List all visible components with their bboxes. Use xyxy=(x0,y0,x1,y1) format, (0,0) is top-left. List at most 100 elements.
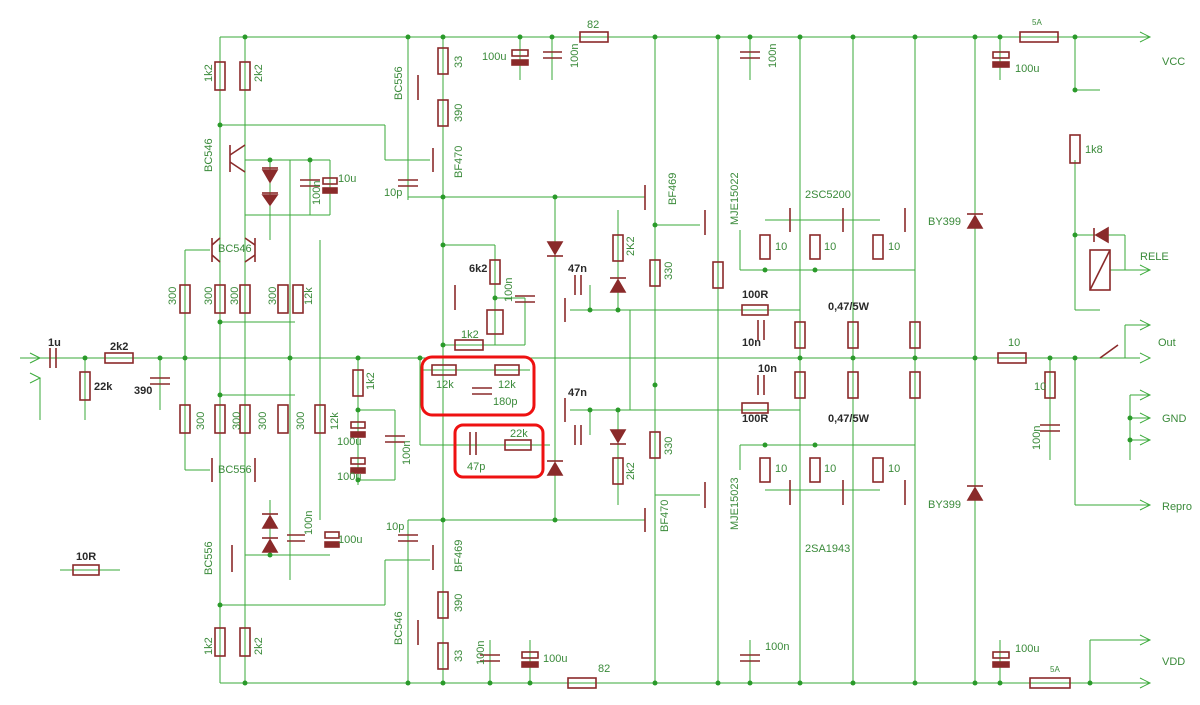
svg-text:2k2: 2k2 xyxy=(110,341,128,353)
svg-text:390: 390 xyxy=(453,594,465,612)
svg-text:180p: 180p xyxy=(493,396,517,408)
svg-text:0,47/5W: 0,47/5W xyxy=(828,301,870,313)
label: 2k2 xyxy=(253,64,265,82)
transistor-bc556-mid xyxy=(211,458,256,482)
svg-text:BY399: BY399 xyxy=(928,499,961,511)
label: BF470 xyxy=(453,146,465,178)
svg-text:47p: 47p xyxy=(467,461,485,473)
svg-text:5A: 5A xyxy=(1032,18,1042,27)
svg-text:2k2: 2k2 xyxy=(625,462,637,480)
junctions xyxy=(82,34,1133,686)
svg-text:10: 10 xyxy=(824,241,836,253)
svg-text:300: 300 xyxy=(231,412,243,430)
svg-text:100u: 100u xyxy=(482,51,506,63)
svg-text:100n: 100n xyxy=(569,44,581,68)
svg-text:22k: 22k xyxy=(94,381,113,393)
svg-text:BC556: BC556 xyxy=(203,541,215,575)
svg-text:330: 330 xyxy=(663,437,675,455)
svg-text:10: 10 xyxy=(1008,337,1020,349)
svg-text:300: 300 xyxy=(195,412,207,430)
svg-text:10: 10 xyxy=(824,463,836,475)
svg-text:100n: 100n xyxy=(311,181,323,205)
label: 1k2 xyxy=(203,64,215,82)
svg-text:100n: 100n xyxy=(303,511,315,535)
svg-text:100u: 100u xyxy=(543,653,567,665)
svg-text:100u: 100u xyxy=(337,436,361,448)
svg-text:VCC: VCC xyxy=(1162,56,1185,68)
svg-text:12k: 12k xyxy=(303,287,315,305)
svg-text:2k2: 2k2 xyxy=(253,637,265,655)
svg-text:100n: 100n xyxy=(401,441,413,465)
svg-text:100u: 100u xyxy=(338,534,362,546)
svg-text:1k2: 1k2 xyxy=(365,372,377,390)
svg-text:100n: 100n xyxy=(767,44,779,68)
capacitor-100n-ld xyxy=(300,179,320,187)
svg-text:2K2: 2K2 xyxy=(625,236,637,256)
svg-text:33: 33 xyxy=(453,650,465,662)
svg-text:MJE15022: MJE15022 xyxy=(729,172,741,225)
label: BC556 xyxy=(393,66,405,100)
svg-text:2SA1943: 2SA1943 xyxy=(805,543,850,555)
svg-text:1u: 1u xyxy=(48,337,61,349)
svg-text:1k2: 1k2 xyxy=(461,329,479,341)
resistor-1k2-top xyxy=(214,61,226,91)
svg-text:12k: 12k xyxy=(436,379,454,391)
svg-text:47n: 47n xyxy=(568,387,587,399)
svg-text:BF469: BF469 xyxy=(667,173,679,205)
svg-text:100R: 100R xyxy=(742,289,768,301)
highlight-feedback-bottom xyxy=(453,423,545,479)
svg-text:BY399: BY399 xyxy=(928,216,961,228)
label: 390 xyxy=(453,104,465,122)
svg-text:47n: 47n xyxy=(568,263,587,275)
svg-text:300: 300 xyxy=(267,287,279,305)
svg-text:0,47/5W: 0,47/5W xyxy=(828,413,870,425)
svg-text:Out: Out xyxy=(1158,337,1176,349)
svg-text:12k: 12k xyxy=(329,412,341,430)
svg-text:10: 10 xyxy=(888,241,900,253)
svg-text:Repro: Repro xyxy=(1162,501,1192,513)
svg-text:10u: 10u xyxy=(338,173,356,185)
svg-text:300: 300 xyxy=(229,287,241,305)
svg-text:10: 10 xyxy=(775,463,787,475)
svg-text:BF469: BF469 xyxy=(453,540,465,572)
highlight-feedback-top xyxy=(420,355,536,417)
svg-text:10n: 10n xyxy=(758,363,777,375)
svg-text:10: 10 xyxy=(1034,381,1046,393)
wires xyxy=(20,36,1150,684)
svg-text:BC546: BC546 xyxy=(218,243,252,255)
resistor-2k2-top xyxy=(239,61,251,91)
capacitor-10u-ld xyxy=(322,177,338,194)
svg-text:100u: 100u xyxy=(337,471,361,483)
components xyxy=(49,31,1119,689)
terminals xyxy=(29,31,1152,689)
svg-text:BF470: BF470 xyxy=(659,500,671,532)
svg-text:100n: 100n xyxy=(475,641,487,665)
svg-text:5A: 5A xyxy=(1050,665,1060,674)
svg-text:10p: 10p xyxy=(384,187,402,199)
transistor-bc546-top xyxy=(229,144,246,173)
diode-zener-bottom xyxy=(261,513,279,553)
svg-text:300: 300 xyxy=(167,287,179,305)
svg-text:100n: 100n xyxy=(765,641,789,653)
svg-text:330: 330 xyxy=(663,262,675,280)
svg-text:GND: GND xyxy=(1162,413,1187,425)
svg-text:BC546: BC546 xyxy=(393,611,405,645)
svg-text:1k8: 1k8 xyxy=(1085,144,1103,156)
svg-text:300: 300 xyxy=(203,287,215,305)
svg-text:2SC5200: 2SC5200 xyxy=(805,189,851,201)
svg-text:100n: 100n xyxy=(503,278,515,302)
svg-text:RELE: RELE xyxy=(1140,251,1169,263)
svg-text:10: 10 xyxy=(888,463,900,475)
svg-text:10p: 10p xyxy=(386,521,404,533)
svg-text:10R: 10R xyxy=(76,551,96,563)
svg-text:100n: 100n xyxy=(1031,426,1043,450)
svg-text:VDD: VDD xyxy=(1162,656,1185,668)
labels: 1k2 2k2 BC556 33 390 BF470 100u 100n 82 … xyxy=(48,18,1192,675)
transistor-bc546-mid xyxy=(211,237,256,263)
svg-text:100u: 100u xyxy=(1015,643,1039,655)
svg-text:100R: 100R xyxy=(742,413,768,425)
svg-text:390: 390 xyxy=(134,385,152,397)
svg-text:300: 300 xyxy=(295,412,307,430)
svg-text:1k2: 1k2 xyxy=(203,637,215,655)
